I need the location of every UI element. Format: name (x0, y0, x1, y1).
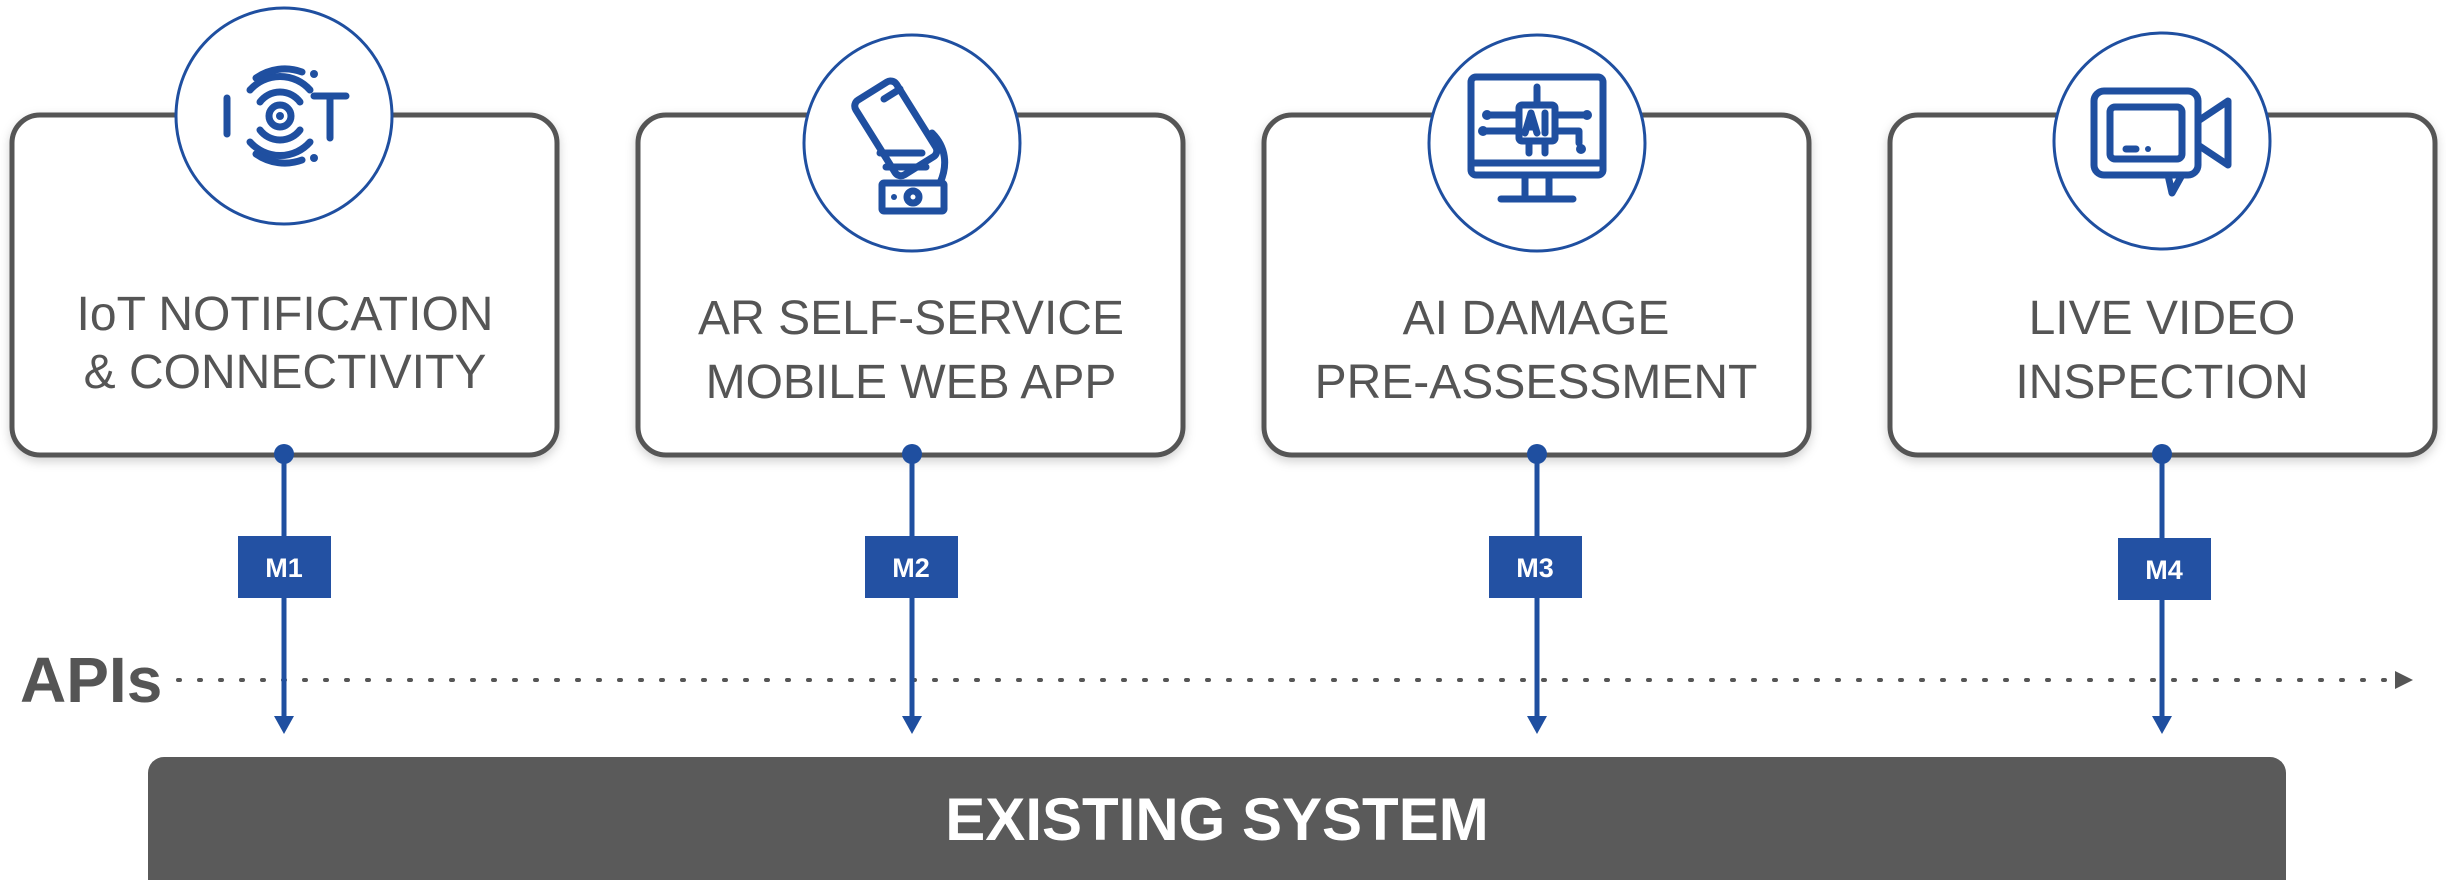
module-badge (2118, 538, 2211, 600)
module-m4: LIVE VIDEO INSPECTION M4 (1887, 31, 2438, 734)
module-title-line-2: MOBILE WEB APP (706, 356, 1117, 409)
connector-arrowhead (274, 716, 294, 734)
module-badge-label: M2 (892, 553, 930, 583)
iot-icon (223, 65, 350, 167)
module-title-line-1: AI DAMAGE (1403, 292, 1670, 345)
apis-label: APIs (20, 644, 162, 716)
module-m1: IoT NOTIFICATION & CONNECTIVITY M1 (9, 6, 560, 734)
module-badge-label: M4 (2145, 555, 2183, 585)
ai-chip-monitor-icon (1467, 73, 1607, 203)
module-m2: AR SELF-SERVICE MOBILE WEB APP M2 (635, 33, 1186, 734)
connector-arrowhead (2152, 716, 2172, 734)
module-badge-label: M3 (1516, 553, 1554, 583)
module-title-line-1: IoT NOTIFICATION (77, 288, 494, 341)
module-title-line-2: INSPECTION (2015, 356, 2308, 409)
connector-arrowhead (1527, 716, 1547, 734)
module-badge (865, 536, 958, 598)
module-badge (238, 536, 331, 598)
icon-circle (802, 33, 1022, 253)
smartphone-hand-icon (851, 77, 949, 215)
module-badge (1489, 536, 1582, 598)
existing-system-label: EXISTING SYSTEM (945, 786, 1488, 853)
video-camera-icon (2090, 87, 2232, 197)
module-title-line-2: PRE-ASSESSMENT (1315, 356, 1758, 409)
module-title-line-2: & CONNECTIVITY (84, 346, 487, 399)
connector-arrowhead (902, 716, 922, 734)
icon-circle (2052, 31, 2272, 251)
module-title-line-1: LIVE VIDEO (2029, 292, 2296, 345)
existing-system-bar (148, 757, 2286, 880)
module-m3: AI DAMAGE PRE-ASSESSMENT M3 (1261, 33, 1812, 734)
module-title-line-1: AR SELF-SERVICE (698, 292, 1124, 345)
apis-arrowhead (2395, 671, 2413, 689)
module-badge-label: M1 (265, 553, 303, 583)
